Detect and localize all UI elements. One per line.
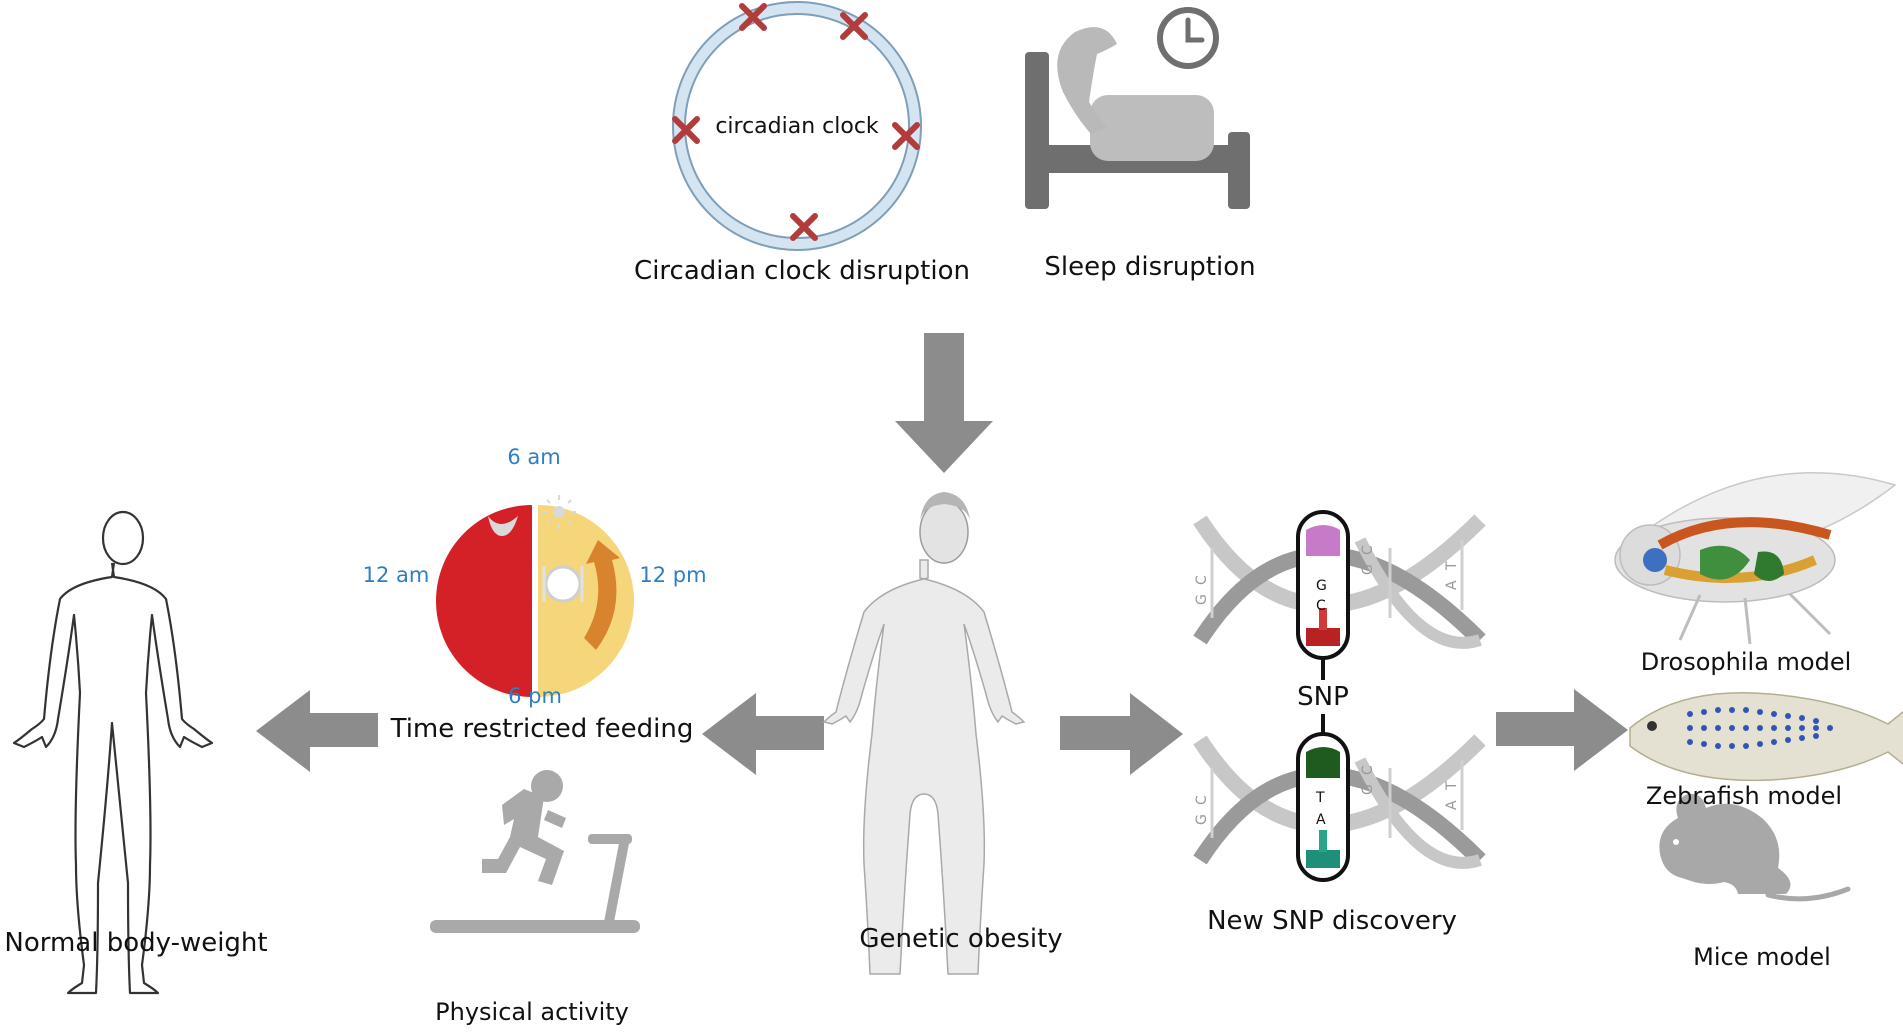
arrow-right-to-snp	[1060, 693, 1183, 775]
time-6pm-label: 6 pm	[508, 684, 562, 708]
physical-activity-icon	[430, 770, 640, 933]
dna-letter: C	[1194, 575, 1210, 585]
sleep-disruption-icon	[1025, 7, 1250, 209]
dna-letter: A	[1444, 580, 1460, 590]
dna-letter: G	[1194, 594, 1210, 605]
dna-letter: C	[1360, 545, 1376, 555]
arrow-right-to-models	[1496, 689, 1628, 771]
snp-letter: A	[1316, 812, 1326, 828]
new-snp-label: New SNP discovery	[1207, 906, 1457, 936]
dna-letter: C	[1194, 795, 1210, 805]
physical-activity-label: Physical activity	[435, 998, 629, 1026]
mouse-icon	[1659, 793, 1851, 902]
snp-letter: C	[1316, 598, 1326, 614]
zebrafish-label: Zebrafish model	[1645, 782, 1843, 810]
dna-letter: G	[1360, 564, 1376, 575]
normal-weight-label: Normal body-weight	[4, 928, 268, 958]
dna-letter: T	[1444, 781, 1460, 791]
drosophila-icon	[1614, 471, 1897, 645]
trf-clock	[436, 495, 634, 697]
arrow-left-to-trf	[702, 693, 824, 775]
arrow-down	[895, 333, 993, 473]
drosophila-label: Drosophila model	[1640, 648, 1852, 676]
sleep-disruption-label: Sleep disruption	[1044, 252, 1256, 282]
genetic-obesity-figure	[822, 492, 1026, 975]
time-12am-label: 12 am	[362, 563, 430, 587]
dna-letter: A	[1444, 800, 1460, 810]
clock-disruption-label: Circadian clock disruption	[634, 256, 970, 286]
clock-inner-label: circadian clock	[715, 114, 879, 139]
dna-letter: C	[1360, 765, 1376, 775]
trf-label: Time restricted feeding	[390, 714, 694, 744]
snp-label: SNP	[1297, 682, 1349, 712]
snp-letter: T	[1315, 790, 1325, 806]
dna-letter: G	[1360, 784, 1376, 795]
time-12pm-label: 12 pm	[639, 563, 707, 587]
genetic-obesity-label: Genetic obesity	[859, 924, 1063, 954]
dna-letter: T	[1444, 561, 1460, 571]
normal-body-outline	[12, 510, 214, 995]
zebrafish-icon	[1629, 691, 1903, 782]
mice-label: Mice model	[1693, 943, 1831, 971]
snp-capsule-bottom: T A	[1296, 732, 1350, 882]
arrow-left-to-normal	[256, 690, 378, 772]
time-6am-label: 6 am	[507, 445, 561, 469]
snp-letter: G	[1316, 578, 1327, 594]
dna-letter: G	[1194, 814, 1210, 825]
snp-capsule-top: G C	[1296, 510, 1350, 660]
clock-disruption-crosses	[672, 3, 920, 241]
